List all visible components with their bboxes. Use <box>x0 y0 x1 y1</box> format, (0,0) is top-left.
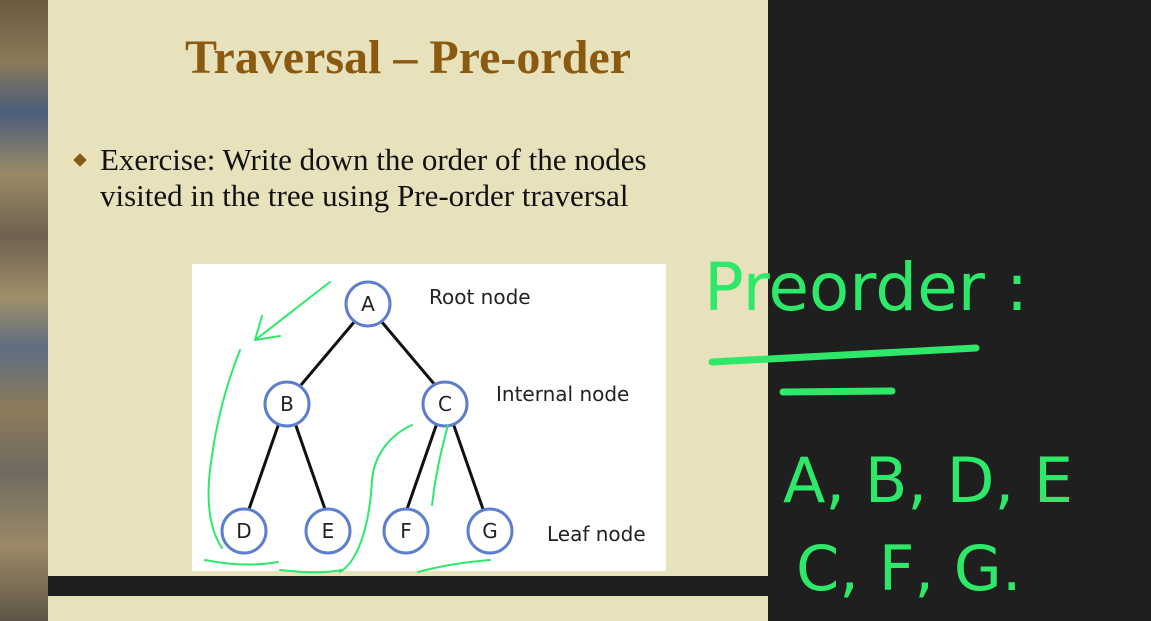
svg-text:G: G <box>482 519 498 543</box>
heading-underline-2 <box>779 387 896 396</box>
edge-b-e <box>293 422 328 513</box>
internal-node-label: Internal node <box>496 382 629 406</box>
svg-text:F: F <box>400 519 412 543</box>
slide-title: Traversal – Pre-order <box>184 31 632 84</box>
tree-node-f: F <box>382 507 430 555</box>
slide: Traversal – Pre-order Exercise: Write do… <box>48 0 768 621</box>
tree-node-c: C <box>421 380 469 428</box>
svg-text:D: D <box>236 519 251 543</box>
tree-node-a: A <box>344 280 392 328</box>
diamond-bullet-icon <box>73 153 87 167</box>
leaf-node-label: Leaf node <box>547 522 646 546</box>
svg-text:C: C <box>438 392 452 416</box>
svg-text:B: B <box>280 392 294 416</box>
root-node-label: Root node <box>429 285 531 309</box>
tree-node-e: E <box>304 507 352 555</box>
svg-text:E: E <box>322 519 335 543</box>
exercise-text: Exercise: Write down the order of the no… <box>100 142 647 213</box>
edge-b-d <box>246 422 281 513</box>
tree-node-g: G <box>466 507 514 555</box>
preorder-result-line2: C, F, G. <box>796 532 1022 605</box>
edge-a-c <box>379 320 437 386</box>
decorative-image-strip <box>0 0 48 621</box>
tree-diagram: A B C D E <box>192 264 666 571</box>
preorder-result-line1: A, B, D, E <box>783 444 1073 517</box>
svg-text:A: A <box>361 292 375 316</box>
overlay-bar <box>48 576 768 596</box>
edge-a-b <box>299 320 357 386</box>
tree-node-b: B <box>263 380 311 428</box>
edge-c-f <box>404 422 439 513</box>
tree-nodes: A B C D E <box>220 280 514 555</box>
edge-c-g <box>451 422 486 513</box>
tree-node-d: D <box>220 507 268 555</box>
